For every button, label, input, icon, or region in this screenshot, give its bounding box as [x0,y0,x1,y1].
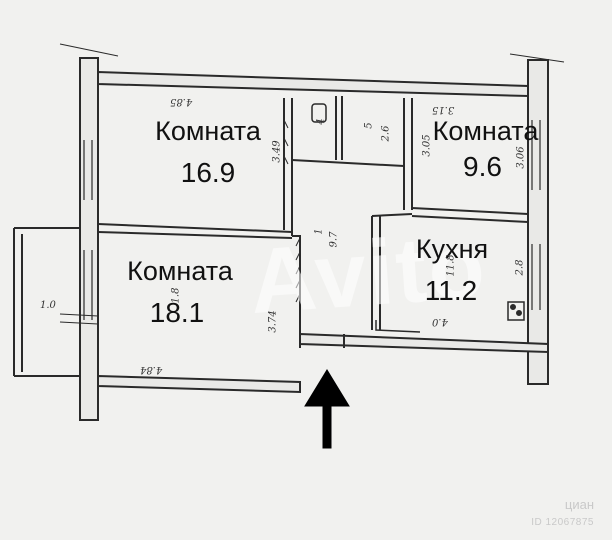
dimension-label: 11.8 [445,254,457,277]
balcony-outline [13,227,80,377]
dimension-label: 4.84 [140,364,163,375]
interior-wall [292,235,301,334]
room-label: Комната [155,116,261,146]
interior-wall [411,207,529,223]
dimension-label: 3.15 [432,104,455,115]
dimension-label: 2.8 [514,259,526,276]
dimension-label: 1 [313,228,325,235]
window [531,244,541,310]
dimension-label: 4.85 [170,96,193,107]
dimension-label: 3.49 [271,140,283,163]
dimension-label: 9.7 [328,231,340,248]
hatch [295,237,301,303]
dimension-label: 3.74 [267,310,279,333]
interior-wall [371,216,381,330]
dimension-label: 4.0 [432,316,448,327]
dimension-label: 1.0 [40,300,56,311]
dimension-label: 3.05 [421,134,433,157]
dimension-label: 2.6 [380,125,392,142]
outer-wall [527,59,549,385]
outer-wall [299,332,549,354]
hatch [283,119,289,165]
entrance-opening [299,334,345,348]
window [83,140,93,200]
dimension-label: 5 [363,122,375,129]
room-label: Комната [127,256,233,286]
window [83,250,93,320]
room-label: Комната [432,116,539,146]
interior-wall [371,213,413,217]
entrance-arrow-icon [304,369,350,449]
dimension-label: 3.06 [515,146,527,169]
room-area: 16.9 [180,157,236,188]
stove-fixture [507,301,525,321]
room-area: 9.6 [463,151,502,182]
interior-wall [97,231,293,239]
interior-wall [335,96,343,160]
dimension-label: 1.8 [170,287,182,304]
door [375,320,421,333]
interior-wall [403,98,413,210]
room-area: 18.1 [149,297,205,328]
window [531,120,541,190]
outer-wall [97,70,529,98]
cian-logo: циан [564,497,594,512]
dimension-label: 4 [315,118,327,125]
toilet-fixture [311,103,327,123]
interior-wall [291,159,405,167]
cian-listing-id: ID 12067875 [531,517,594,528]
outer-wall [79,57,99,421]
room-area: 11.2 [424,275,478,306]
interior-wall [97,223,293,233]
outer-wall [97,374,301,394]
dimension-tick [59,43,565,325]
room-label: Кухня [415,234,489,264]
